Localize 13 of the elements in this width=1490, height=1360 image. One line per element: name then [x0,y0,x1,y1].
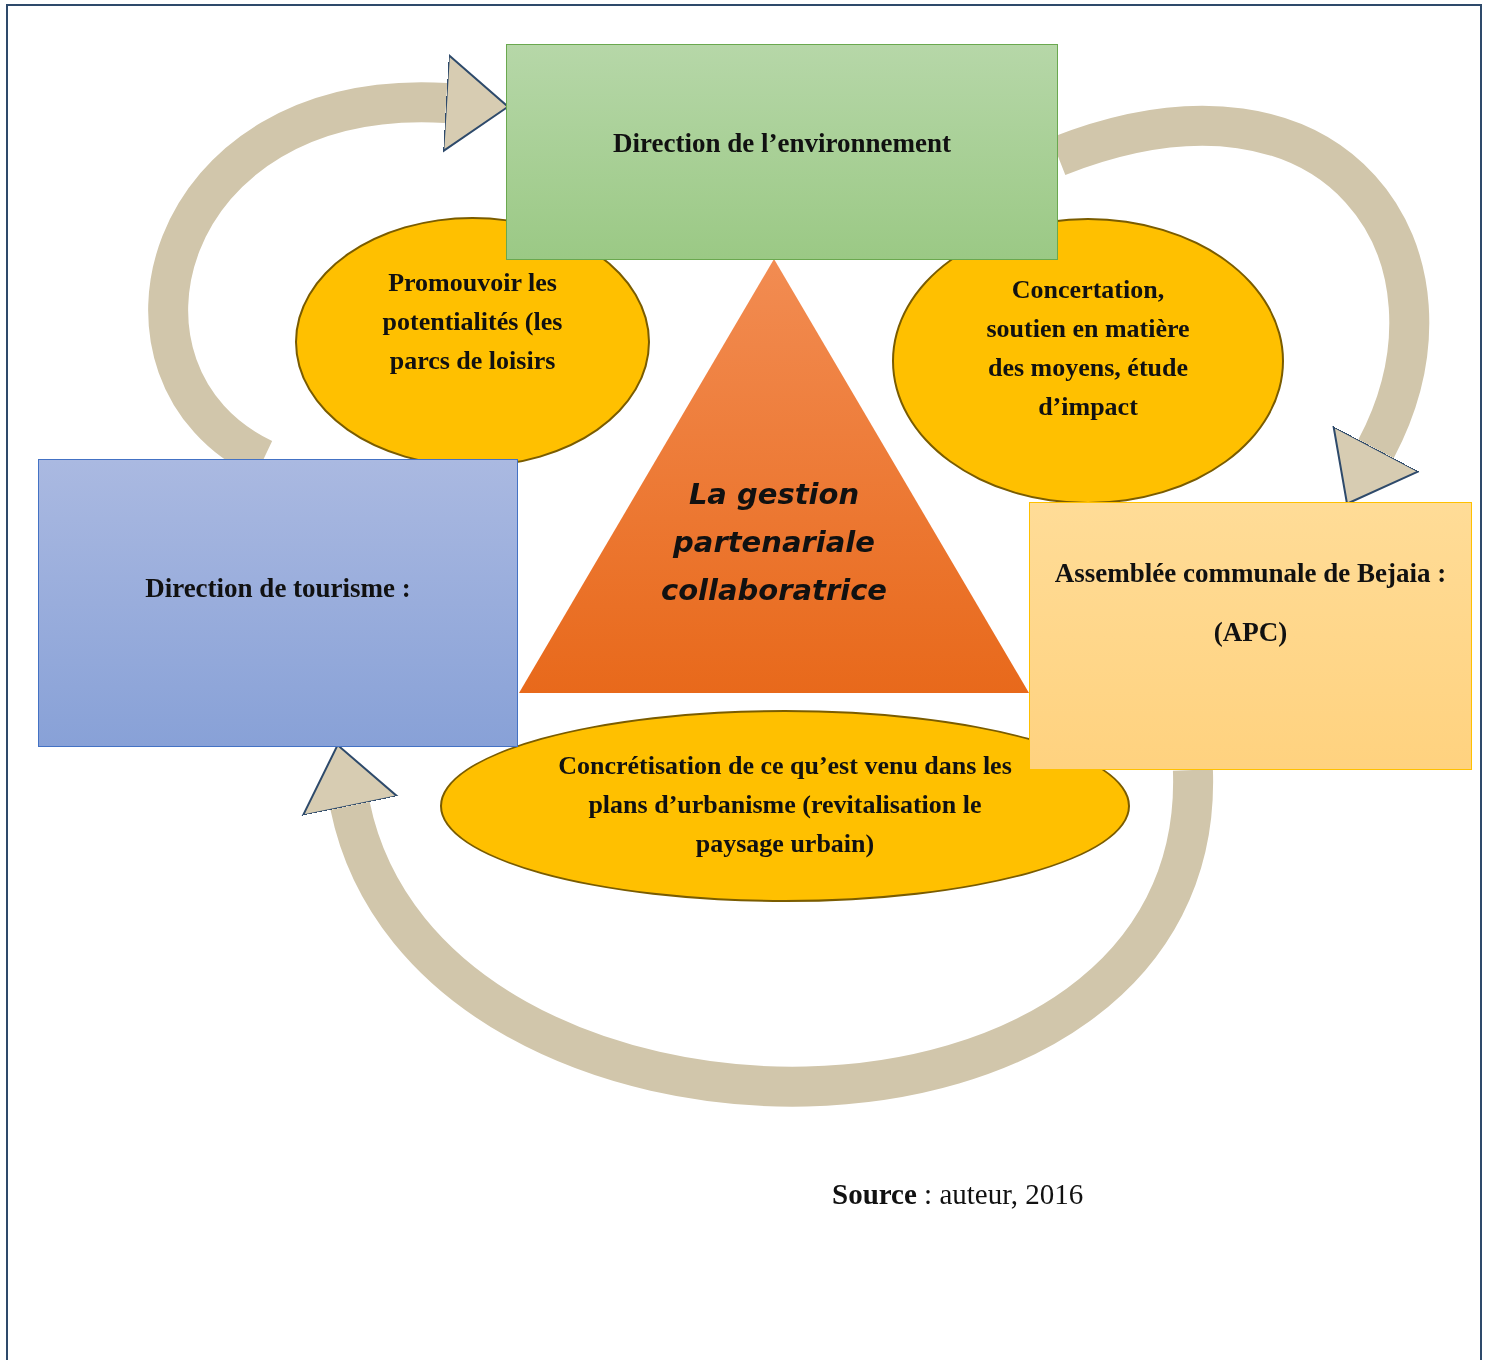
node-label: Concrétisation de ce qu’est venu dans les plans d’urbanisme (revitalisation le paysage urbain) [557,750,1013,860]
node-label: Concertation, soutien en matière des moyens, étude d’impact [986,274,1190,423]
source-caption: Source : auteur, 2016 [832,1178,1084,1211]
process-box [506,44,1058,260]
process-box [38,459,518,747]
process-box [1029,502,1472,770]
node-label: Direction de tourisme : [145,572,411,605]
curved-arrow [304,746,1213,1107]
node-label: (APC) [1213,615,1288,649]
node-label: Promouvoir les potentialités (les parcs de loisirs [381,267,564,377]
node-label: La gestion partenariale collaboratrice [659,476,889,609]
node-label: Direction de l’environnement [613,127,951,160]
node-label: Assemblée communale de Bejaia : [1054,557,1447,590]
